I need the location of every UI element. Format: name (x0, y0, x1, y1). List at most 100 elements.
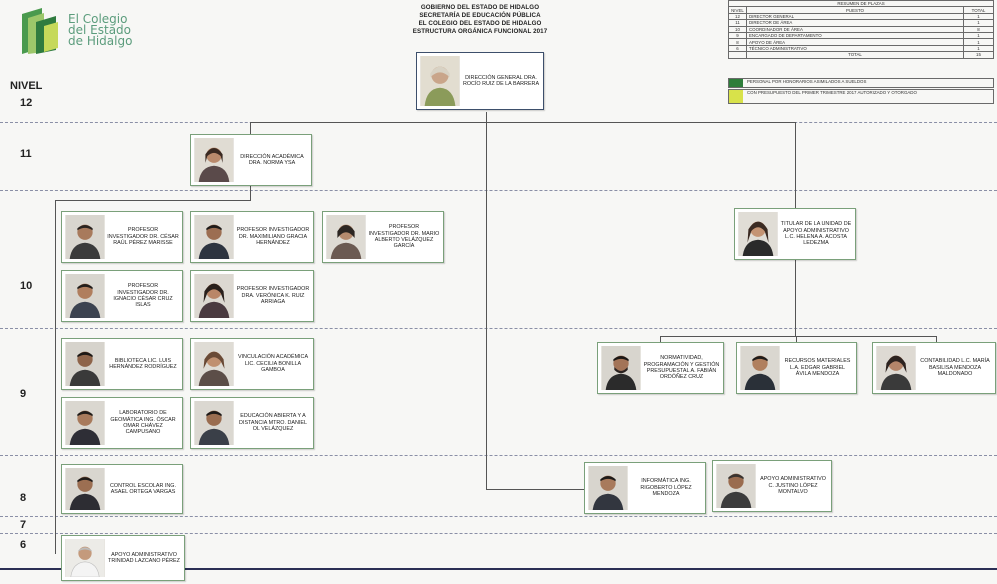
connector (250, 122, 486, 123)
person-photo (65, 274, 105, 318)
card-apoyo-administrativo-6[interactable]: APOYO ADMINISTRATIVO TRINIDAD LAZCANO PÉ… (61, 535, 185, 581)
person-photo (738, 212, 778, 256)
card-text: PROFESOR INVESTIGADOR DR. MAXIMILIANO GR… (236, 227, 310, 247)
card-text: VINCULACIÓN ACADÉMICA LIC. CECILIA BONIL… (237, 354, 309, 374)
footer-rule (0, 568, 997, 570)
card-biblioteca[interactable]: BIBLIOTECA LIC. LUIS HERNÁNDEZ RODRÍGUEZ (61, 338, 183, 390)
logo-line-3: de Hidalgo (68, 34, 133, 48)
card-text: DIRECCIÓN ACADÉMICA DRA. NORMA YSA (240, 153, 304, 166)
connector (250, 122, 251, 134)
card-educacion-abierta[interactable]: EDUCACIÓN ABIERTA Y A DISTANCIA MTRO. DA… (190, 397, 314, 449)
level-divider (0, 328, 997, 329)
person-photo-icon (326, 215, 366, 259)
card-geomatica[interactable]: LABORATORIO DE GEOMÁTICA ING. ÓSCAR OMAR… (61, 397, 183, 449)
card-text: CONTABILIDAD L.C. MARÍA BASILISA MENDOZA… (920, 358, 990, 378)
person-photo (65, 215, 105, 259)
summary-total: 15 (963, 51, 994, 59)
card-direccion-academica[interactable]: DIRECCIÓN ACADÉMICA DRA. NORMA YSA (190, 134, 312, 186)
card-text: PROFESOR INVESTIGADOR DR. IGNACIO CÉSAR … (113, 283, 173, 309)
person-photo (194, 138, 234, 182)
level-divider (0, 516, 997, 517)
person-photo-icon (65, 215, 105, 259)
person-photo-icon (65, 401, 105, 445)
person-photo-icon (738, 212, 778, 256)
card-apoyo-administrativo-8[interactable]: APOYO ADMINISTRATIVO C. JUSTINO LÓPEZ MO… (712, 460, 832, 512)
card-informatica[interactable]: INFORMÁTICA ING. RIGOBERTO LÓPEZ MENDOZA (584, 462, 706, 514)
card-prof-ignacio[interactable]: PROFESOR INVESTIGADOR DR. IGNACIO CÉSAR … (61, 270, 183, 322)
person-photo-icon (876, 346, 916, 390)
connector (936, 336, 937, 342)
card-prof-cesar[interactable]: PROFESOR INVESTIGADOR DR. CÉSAR RAÚL PÉR… (61, 211, 183, 263)
college-logo: El Colegio del Estado de Hidalgo (22, 8, 162, 58)
logo-line-2: del Estado (68, 23, 131, 37)
title-line-2: SECRETARÍA DE EDUCACIÓN PÚBLICA (419, 12, 541, 19)
card-text: CONTROL ESCOLAR ING. ASAEL ORTEGA VARGAS (110, 482, 176, 495)
person-photo (740, 346, 780, 390)
card-text: INFORMÁTICA ING. RIGOBERTO LÓPEZ MENDOZA (640, 478, 692, 498)
person-photo (194, 215, 234, 259)
summary-puesto: TOTAL (746, 51, 964, 59)
card-text: NORMATIVIDAD, PROGRAMACIÓN Y GESTIÓN PRE… (643, 355, 720, 381)
person-photo-icon (420, 56, 460, 106)
card-text: BIBLIOTECA LIC. LUIS HERNÁNDEZ RODRÍGUEZ (109, 357, 177, 370)
title-line-1: GOBIERNO DEL ESTADO DE HIDALGO (420, 4, 540, 11)
person-photo-icon (65, 468, 105, 510)
person-photo-icon (716, 464, 756, 508)
summary-total: 1 (963, 19, 994, 27)
college-logo-mark-icon (22, 8, 58, 54)
connector (250, 186, 251, 200)
legend-honorarios: PERSONAL POR HONORARIOS ASIMILADOS A SUE… (728, 78, 994, 88)
summary-row: 12 DIRECTOR GENERAL 1 (728, 12, 994, 21)
card-text: RECURSOS MATERIALES L.A. EDGAR GABRIEL Á… (784, 358, 851, 378)
card-contabilidad[interactable]: CONTABILIDAD L.C. MARÍA BASILISA MENDOZA… (872, 342, 996, 394)
person-photo (65, 342, 105, 386)
person-photo-icon (65, 274, 105, 318)
connector (795, 122, 796, 208)
person-photo (194, 342, 234, 386)
level-11-label: 11 (20, 148, 32, 160)
person-photo-icon (65, 342, 105, 386)
connector (486, 122, 795, 123)
logo-line-1: El Colegio (68, 12, 128, 26)
card-prof-mario[interactable]: PROFESOR INVESTIGADOR DR. MARIO ALBERTO … (322, 211, 444, 263)
legend-swatch (729, 90, 743, 103)
person-photo-icon (194, 138, 234, 182)
connector (486, 489, 584, 490)
summary-table: RESUMEN DE PLAZAS NIVEL PUESTO TOTAL 12 … (728, 0, 994, 108)
card-text: APOYO ADMINISTRATIVO C. JUSTINO LÓPEZ MO… (760, 476, 826, 496)
legend-presupuesto: CON PRESUPUESTO DEL PRIMER TRIMESTRE 201… (728, 89, 994, 104)
level-6-label: 6 (20, 539, 27, 551)
card-text: DIRECCIÓN GENERAL DRA. ROCÍO RUIZ DE LA … (462, 74, 540, 87)
college-logo-text: El Colegio del Estado de Hidalgo (68, 12, 133, 48)
summary-nivel (728, 51, 747, 59)
level-divider (0, 533, 997, 534)
legend-text: PERSONAL POR HONORARIOS ASIMILADOS A SUE… (747, 79, 867, 84)
level-12-label: 12 (20, 97, 33, 109)
card-normatividad[interactable]: NORMATIVIDAD, PROGRAMACIÓN Y GESTIÓN PRE… (597, 342, 724, 394)
level-8-label: 8 (20, 492, 27, 504)
person-photo-icon (194, 274, 234, 318)
card-recursos-materiales[interactable]: RECURSOS MATERIALES L.A. EDGAR GABRIEL Á… (736, 342, 857, 394)
card-prof-veronica[interactable]: PROFESOR INVESTIGADOR DRA. VERÓNICA K. R… (190, 270, 314, 322)
card-vinculacion[interactable]: VINCULACIÓN ACADÉMICA LIC. CECILIA BONIL… (190, 338, 314, 390)
person-photo-icon (66, 539, 104, 577)
card-text: PROFESOR INVESTIGADOR DR. CÉSAR RAÚL PÉR… (107, 227, 179, 247)
card-text: EDUCACIÓN ABIERTA Y A DISTANCIA MTRO. DA… (239, 413, 307, 433)
card-control-escolar[interactable]: CONTROL ESCOLAR ING. ASAEL ORTEGA VARGAS (61, 464, 183, 514)
card-prof-maximiliano[interactable]: PROFESOR INVESTIGADOR DR. MAXIMILIANO GR… (190, 211, 314, 263)
connector (486, 112, 487, 490)
connector (795, 260, 796, 336)
person-photo (65, 401, 105, 445)
card-text: PROFESOR INVESTIGADOR DRA. VERÓNICA K. R… (236, 286, 310, 306)
nivel-header: NIVEL (10, 80, 43, 92)
person-photo (65, 468, 105, 510)
title-line-4: ESTRUCTURA ORGÁNICA FUNCIONAL 2017 (412, 28, 548, 35)
card-director-general[interactable]: DIRECCIÓN GENERAL DRA. ROCÍO RUIZ DE LA … (416, 52, 544, 110)
legend-swatch (729, 79, 743, 87)
summary-total-row: TOTAL 15 (728, 51, 994, 59)
connector (660, 336, 937, 337)
person-photo-icon (194, 215, 234, 259)
card-titular-apoyo[interactable]: TITULAR DE LA UNIDAD DE APOYO ADMINISTRA… (734, 208, 856, 260)
person-photo-icon (740, 346, 780, 390)
person-photo (194, 274, 234, 318)
